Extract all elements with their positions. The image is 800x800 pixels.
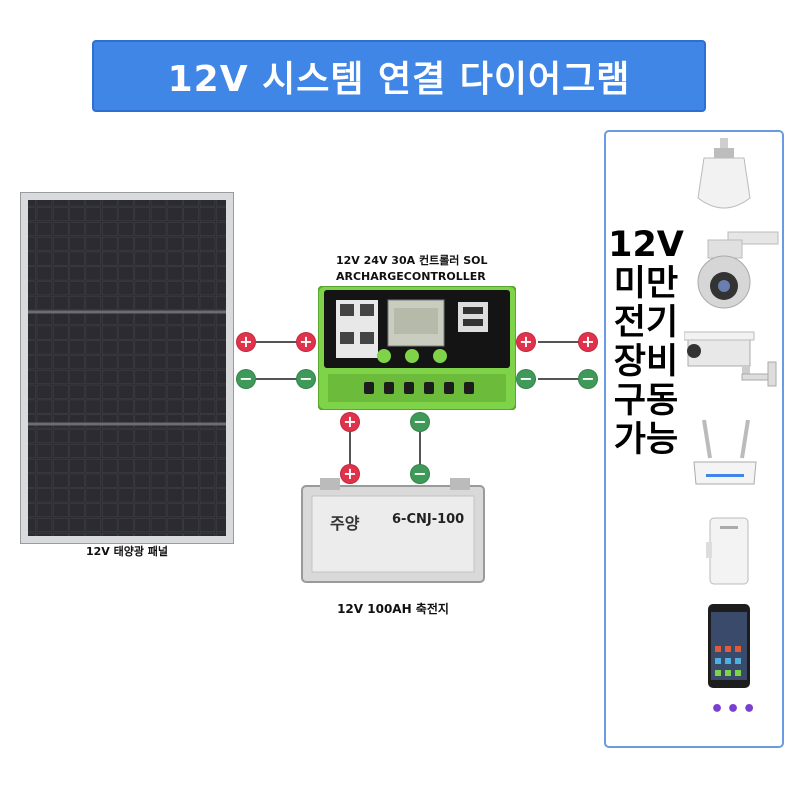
panel-negative-wire bbox=[256, 378, 300, 380]
controller-bat-plus-terminal: + bbox=[340, 412, 360, 432]
controller-pv-plus-terminal: + bbox=[296, 332, 316, 352]
page-title: 12V 시스템 연결 다이어그램 bbox=[167, 59, 631, 100]
controller-bat-minus-terminal: − bbox=[410, 412, 430, 432]
title-banner: 12V 시스템 연결 다이어그램 bbox=[92, 40, 706, 112]
panel-label: 12V 태양광 패널 bbox=[85, 545, 169, 558]
battery-label: 12V 100AH 축전지 bbox=[337, 602, 449, 616]
battery-brand: 주양 bbox=[330, 514, 360, 533]
charge-controller bbox=[318, 286, 516, 410]
load-minus-terminal: − bbox=[578, 369, 598, 389]
access-point-icon bbox=[706, 517, 749, 585]
controller-load-minus-terminal: − bbox=[516, 369, 536, 389]
device-list-box bbox=[604, 130, 784, 748]
panel-plus-terminal: + bbox=[236, 332, 256, 352]
battery-minus-terminal: − bbox=[410, 464, 430, 484]
router-icon bbox=[693, 419, 757, 485]
load-positive-wire bbox=[538, 341, 582, 343]
box-camera-icon bbox=[684, 331, 777, 387]
controller-pv-minus-terminal: − bbox=[296, 369, 316, 389]
battery-positive-wire bbox=[349, 432, 351, 466]
solar-panel-icon bbox=[20, 192, 234, 544]
controller-label: 12V 24V 30A 컨트롤러 SOLARCHARGECONTROLLER bbox=[336, 254, 488, 283]
panel-minus-terminal: − bbox=[236, 369, 256, 389]
dome-camera-icon bbox=[697, 231, 779, 309]
phone-icon bbox=[708, 604, 750, 688]
battery-icon bbox=[301, 478, 485, 583]
battery-model: 6-CNJ-100 bbox=[392, 512, 465, 527]
battery-plus-terminal: + bbox=[340, 464, 360, 484]
battery-negative-wire bbox=[419, 432, 421, 466]
controller-load-plus-terminal: + bbox=[516, 332, 536, 352]
bulb-icon bbox=[697, 138, 751, 209]
more-devices-dots: ••• bbox=[710, 697, 759, 722]
load-plus-terminal: + bbox=[578, 332, 598, 352]
device-capability-text: 12V미만전기장비구동가능 bbox=[608, 225, 684, 460]
load-negative-wire bbox=[538, 378, 582, 380]
panel-positive-wire bbox=[256, 341, 300, 343]
